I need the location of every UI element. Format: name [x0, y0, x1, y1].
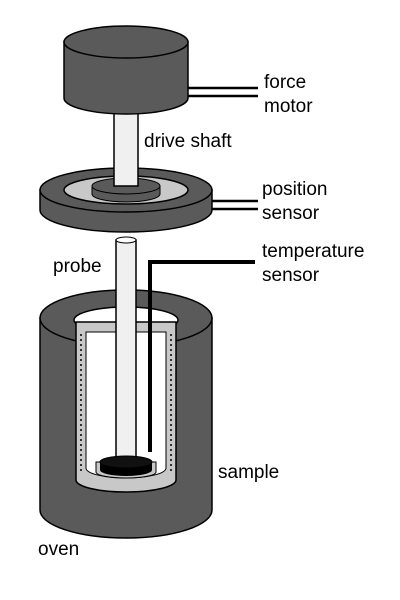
force-motor: [63, 25, 189, 115]
label-sample: sample: [218, 462, 279, 483]
sample-disk-top: [99, 455, 153, 469]
probe-rod: [115, 239, 137, 463]
drive-shaft-rod: [113, 107, 139, 187]
probe-shaft: [115, 236, 137, 463]
label-position-sensor-2: sensor: [262, 203, 320, 224]
label-position-sensor-1: position: [262, 179, 328, 200]
position-sensor-wires: [212, 199, 258, 211]
label-drive-shaft: drive shaft: [144, 131, 232, 152]
label-probe: probe: [53, 256, 102, 277]
label-temperature-sensor-1: temperature: [262, 241, 364, 262]
temperature-sensor-wire: [148, 260, 255, 452]
label-force-motor-1: force: [264, 72, 306, 93]
force-motor-top: [63, 25, 189, 59]
label-oven: oven: [38, 539, 79, 560]
probe-rod-top: [115, 236, 137, 244]
force-motor-wires: [188, 86, 258, 98]
drive-shaft: [113, 107, 139, 187]
force-motor-body: [63, 41, 189, 115]
sample-disk: [99, 455, 153, 476]
label-force-motor-2: motor: [264, 96, 313, 117]
label-temperature-sensor-2: sensor: [262, 265, 320, 286]
position-sensor: [39, 167, 213, 233]
